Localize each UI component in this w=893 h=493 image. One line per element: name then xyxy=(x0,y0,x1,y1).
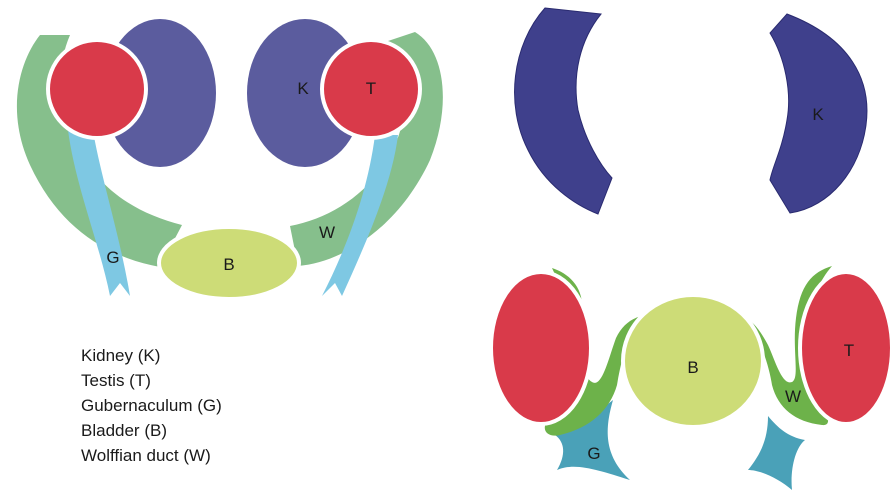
legend-item-wolffian-duct: Wolffian duct (W) xyxy=(81,446,211,465)
label-wolffian-2: W xyxy=(785,387,801,406)
gubernaculum-right-2-shape xyxy=(748,416,805,490)
label-testis-2: T xyxy=(844,341,854,360)
bladder-2-shape xyxy=(621,293,765,429)
gubernaculum-left-2-shape xyxy=(555,400,630,480)
label-gubernaculum: G xyxy=(106,248,119,267)
legend-item-bladder: Bladder (B) xyxy=(81,421,167,440)
label-wolffian: W xyxy=(319,223,335,242)
kidney-crescent-right-shape xyxy=(769,13,868,214)
gubernaculum-right-shape xyxy=(322,135,398,296)
testis-right-shape xyxy=(320,38,422,140)
label-testis: T xyxy=(366,79,376,98)
label-kidney: K xyxy=(297,79,309,98)
label-bladder-2: B xyxy=(687,358,698,377)
panel-kidneys: K xyxy=(514,7,868,215)
legend-item-testis: Testis (T) xyxy=(81,371,151,390)
label-gubernaculum-2: G xyxy=(587,444,600,463)
legend-item-kidney: Kidney (K) xyxy=(81,346,161,365)
label-kidney-2: K xyxy=(812,105,824,124)
bladder-shape xyxy=(157,225,301,301)
testis-right-2-shape xyxy=(798,270,893,426)
panel-late-stage: B T W G xyxy=(489,266,893,490)
kidney-crescent-left-shape xyxy=(514,7,613,215)
testis-left-shape xyxy=(46,38,148,140)
testis-left-2-shape xyxy=(489,270,593,426)
label-bladder: B xyxy=(223,255,234,274)
legend: Kidney (K) Testis (T) Gubernaculum (G) B… xyxy=(81,343,222,468)
panel-early-stage: K T W G B xyxy=(16,19,443,301)
legend-item-gubernaculum: Gubernaculum (G) xyxy=(81,396,222,415)
gubernaculum-left-shape xyxy=(68,125,130,296)
